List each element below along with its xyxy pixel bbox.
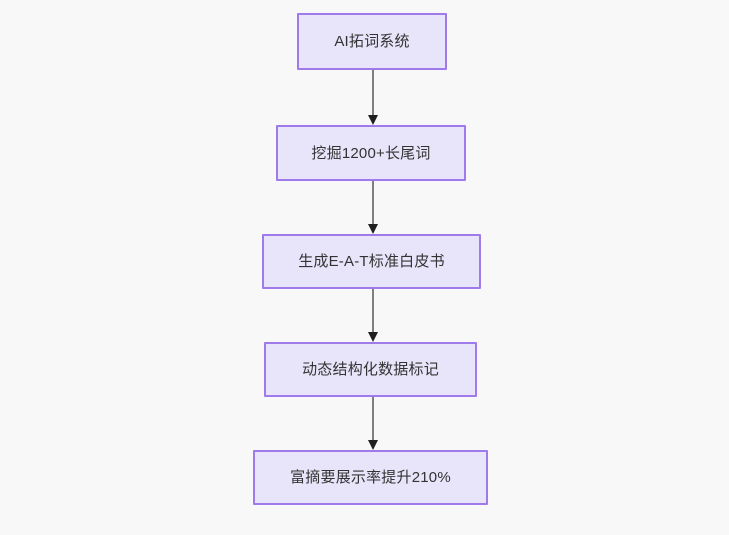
flow-node-rich-snippet-impression-uplift[interactable]: 富摘要展示率提升210%: [253, 450, 488, 505]
connector-line: [372, 70, 374, 115]
flow-node-label: 挖掘1200+长尾词: [311, 144, 431, 162]
flow-node-label: AI拓词系统: [334, 33, 410, 50]
flow-node-ai-keyword-system[interactable]: AI拓词系统: [297, 13, 447, 70]
arrowhead-icon: [367, 224, 378, 234]
flow-node-dynamic-structured-data-markup[interactable]: 动态结构化数据标记: [264, 342, 477, 397]
flow-node-mine-longtail-keywords[interactable]: 挖掘1200+长尾词: [276, 125, 466, 181]
flow-node-label: 动态结构化数据标记: [302, 361, 439, 378]
flow-node-label: 生成E-A-T标准白皮书: [298, 253, 445, 270]
flow-node-label: 富摘要展示率提升210%: [290, 469, 451, 486]
flow-node-generate-eat-whitepaper[interactable]: 生成E-A-T标准白皮书: [262, 234, 481, 289]
connector-line: [372, 289, 374, 332]
arrowhead-icon: [367, 440, 378, 450]
arrowhead-icon: [367, 115, 378, 125]
arrowhead-icon: [367, 332, 378, 342]
connector-line: [372, 397, 374, 440]
connector-line: [372, 181, 374, 224]
